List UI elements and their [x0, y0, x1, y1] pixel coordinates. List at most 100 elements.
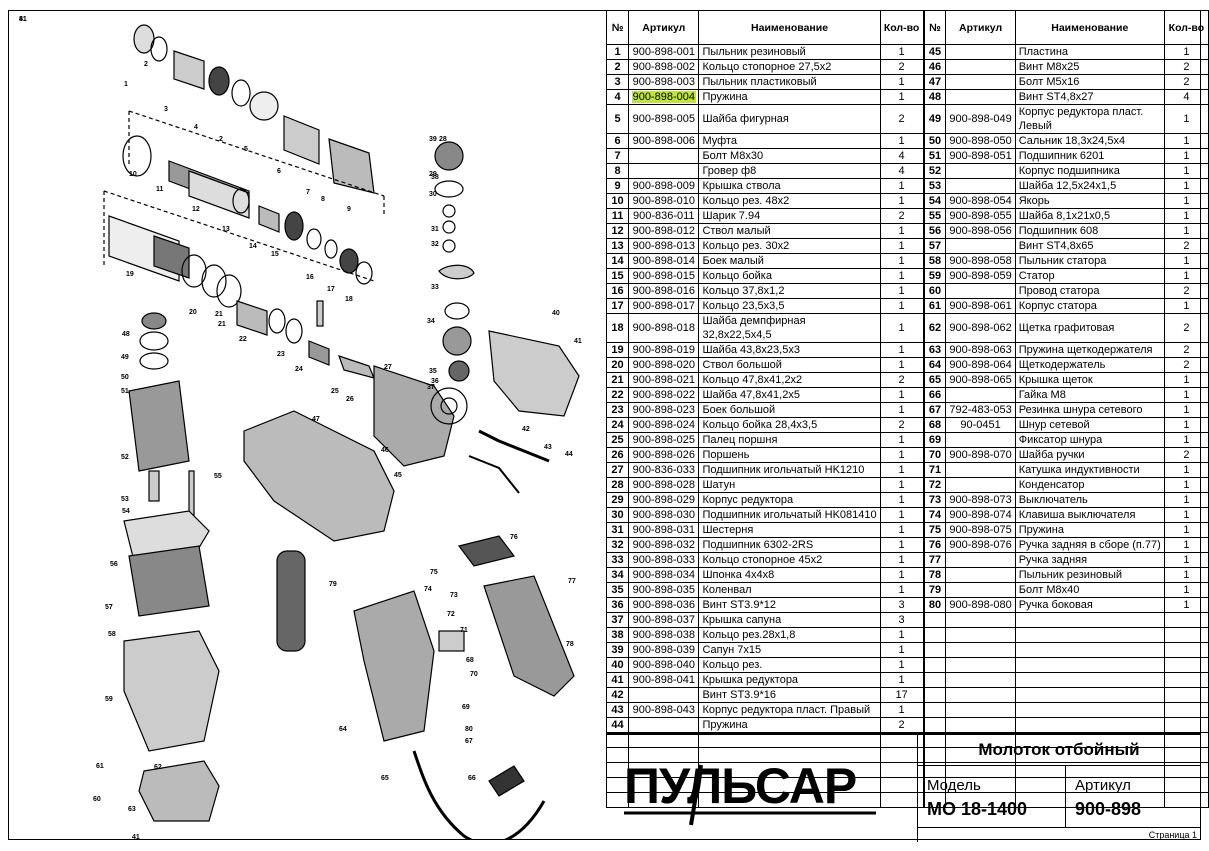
part-name: Шайба демпфирная 32,8x22,5x4,5 [698, 313, 881, 343]
callout-number: 13 [222, 226, 230, 233]
part-name: Винт ST4,8x27 [1014, 89, 1165, 105]
product-info-cell: Молоток отбойный Модель MO 18-1400 Артик… [917, 735, 1201, 842]
header-qty-right: Кол-во [1163, 10, 1209, 45]
callout-number: 41 [574, 338, 582, 345]
part-name: Крышка сапуна [698, 612, 881, 628]
empty-cell [1014, 717, 1165, 733]
callout-number: 33 [431, 284, 439, 291]
part-number: 57 [922, 238, 947, 254]
part-article-text: 900-898-043 [632, 704, 695, 716]
part-article: 900-898-055 [945, 208, 1016, 224]
part-name: Винт ST3.9*16 [698, 687, 881, 703]
part-quantity: 2 [1163, 283, 1209, 299]
part-name: Ручка задняя в сборе (п.77) [1014, 537, 1165, 553]
callout-number: 69 [462, 704, 470, 711]
part-number: 40 [605, 657, 630, 673]
part-number: 56 [922, 223, 947, 239]
part-article-text: 900-898-020 [632, 359, 695, 371]
empty-cell [1163, 702, 1209, 718]
part-article: 900-898-014 [628, 253, 700, 269]
callout-number: 79 [329, 581, 337, 588]
part-quantity: 1 [1163, 477, 1209, 493]
part-name: Щетка графитовая [1014, 313, 1165, 343]
part-number: 65 [922, 372, 947, 388]
parts-table-wrapper: № Артикул Наименование Кол-во № Артикул … [605, 10, 1209, 808]
part-name: Ствол большой [698, 357, 881, 373]
part-quantity: 2 [1163, 313, 1209, 343]
callout-number: 80 [465, 726, 473, 733]
part-article-text: 900-898-004 [631, 91, 696, 103]
part-number: 39 [605, 642, 630, 658]
part-number: 19 [605, 342, 630, 358]
part-number: 30 [605, 507, 630, 523]
part-number: 72 [922, 477, 947, 493]
part-name: Якорь [1014, 193, 1165, 209]
part-name: Шестерня [698, 522, 881, 538]
part-number: 24 [605, 417, 630, 433]
callout-number: 67 [465, 738, 473, 745]
part-number: 11 [605, 208, 630, 224]
callout-number: 27 [384, 364, 392, 371]
part-article-text: 900-898-012 [632, 225, 695, 237]
part-number: 9 [605, 178, 630, 194]
part-quantity: 1 [879, 672, 925, 688]
part-quantity: 1 [879, 537, 925, 553]
part-article-text: 900-898-026 [632, 449, 695, 461]
part-article-text: 900-898-023 [632, 404, 695, 416]
model-label: Модель [927, 777, 981, 794]
part-article-text: 900-898-003 [632, 76, 695, 88]
part-number: 37 [605, 612, 630, 628]
empty-cell [1163, 642, 1209, 658]
callout-number: 41 [19, 16, 27, 23]
part-number: 59 [922, 268, 947, 284]
part-name: Болт M8x40 [1014, 582, 1165, 598]
part-name: Крышка редуктора [698, 672, 881, 688]
part-article: 900-898-004 [628, 89, 700, 105]
part-article: 900-898-074 [945, 507, 1016, 523]
part-article: 900-898-041 [628, 672, 700, 688]
part-quantity: 1 [879, 44, 925, 60]
part-number: 4 [605, 89, 630, 105]
part-number: 64 [922, 357, 947, 373]
part-number: 12 [605, 223, 630, 239]
table-header-row: № Артикул Наименование Кол-во № Артикул … [605, 10, 1209, 45]
part-name: Шайба фигурная [698, 104, 881, 134]
part-quantity: 2 [879, 717, 925, 733]
part-number: 49 [922, 104, 947, 134]
callout-number: 22 [239, 336, 247, 343]
part-article-text: 900-898-028 [632, 479, 695, 491]
header-article: Артикул [628, 10, 700, 45]
part-quantity: 1 [1163, 537, 1209, 553]
part-quantity: 1 [1163, 462, 1209, 478]
part-quantity: 2 [879, 59, 925, 75]
part-article: 900-898-009 [628, 178, 700, 194]
part-quantity: 3 [879, 612, 925, 628]
callout-number: 46 [381, 447, 389, 454]
part-quantity: 1 [1163, 567, 1209, 583]
part-article-text: 900-898-033 [632, 554, 695, 566]
part-article-text: 900-898-019 [632, 344, 695, 356]
part-article [628, 163, 700, 179]
part-article: 900-898-024 [628, 417, 700, 433]
part-quantity: 1 [1163, 597, 1209, 613]
empty-cell [922, 702, 947, 718]
part-name: Ручка задняя [1014, 552, 1165, 568]
part-name: Ручка боковая [1014, 597, 1165, 613]
part-number: 66 [922, 387, 947, 403]
part-quantity: 1 [879, 253, 925, 269]
part-article-text: 900-898-015 [632, 270, 695, 282]
part-article: 900-898-032 [628, 537, 700, 553]
empty-cell [922, 717, 947, 733]
empty-cell [1014, 612, 1165, 628]
part-quantity: 1 [879, 387, 925, 403]
table-row [605, 747, 1209, 763]
